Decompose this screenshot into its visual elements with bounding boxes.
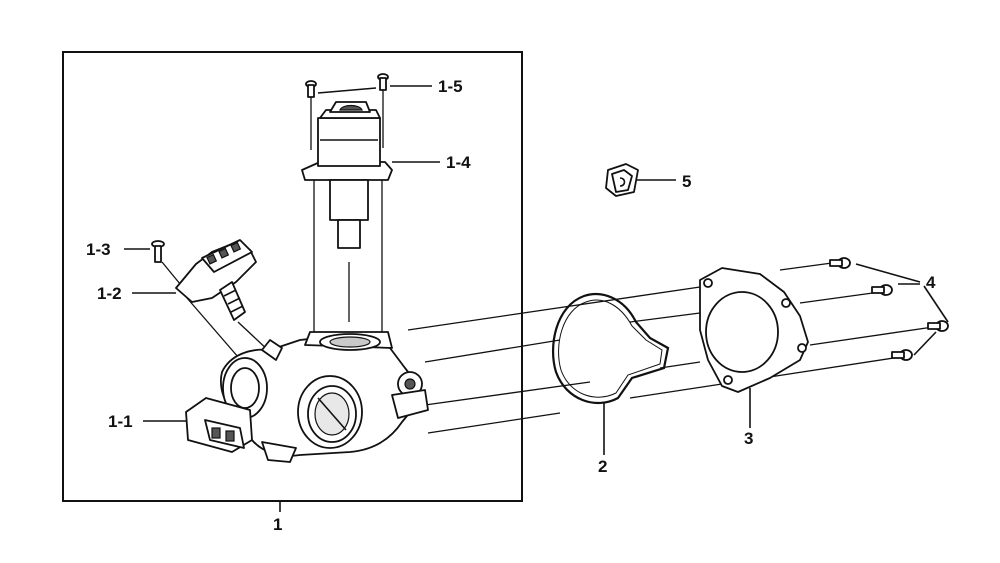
assembly-frame xyxy=(62,51,523,502)
callout-5: 5 xyxy=(682,172,691,191)
leader-lines xyxy=(124,85,949,512)
bolt xyxy=(891,349,913,361)
callout-1: 1 xyxy=(273,515,282,534)
bolt xyxy=(927,320,949,332)
callout-1-2: 1-2 xyxy=(97,284,122,303)
explode-guide-lines xyxy=(161,90,941,434)
callout-2: 2 xyxy=(598,457,607,476)
clip xyxy=(605,163,639,197)
iac-screws xyxy=(305,73,389,98)
throttle-position-sensor xyxy=(185,397,253,453)
map-sensor xyxy=(175,239,257,321)
callout-4: 4 xyxy=(926,273,936,292)
callout-1-1: 1-1 xyxy=(108,412,133,431)
throttle-body xyxy=(220,331,429,463)
callout-1-4: 1-4 xyxy=(446,153,471,172)
spacer-plate xyxy=(699,267,809,393)
callout-1-3: 1-3 xyxy=(86,240,111,259)
bolt xyxy=(871,284,893,296)
callout-3: 3 xyxy=(744,429,753,448)
map-sensor-screw xyxy=(151,240,165,263)
gasket-ring xyxy=(552,292,670,405)
bolt xyxy=(829,257,851,269)
callout-1-5: 1-5 xyxy=(438,77,463,96)
mounting-bolts xyxy=(829,257,949,361)
idle-air-control-motor xyxy=(301,101,393,249)
